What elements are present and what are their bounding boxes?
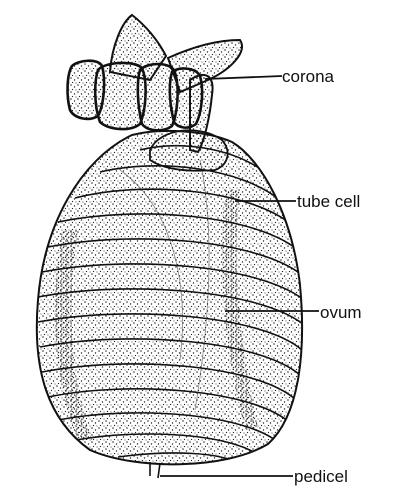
label-corona: corona: [282, 68, 334, 85]
corona-cell-right: [170, 69, 202, 128]
upper-bump: [150, 130, 228, 170]
label-pedicel: pedicel: [294, 468, 348, 485]
label-tube-cell: tube cell: [297, 193, 360, 210]
label-ovum: ovum: [320, 304, 362, 321]
